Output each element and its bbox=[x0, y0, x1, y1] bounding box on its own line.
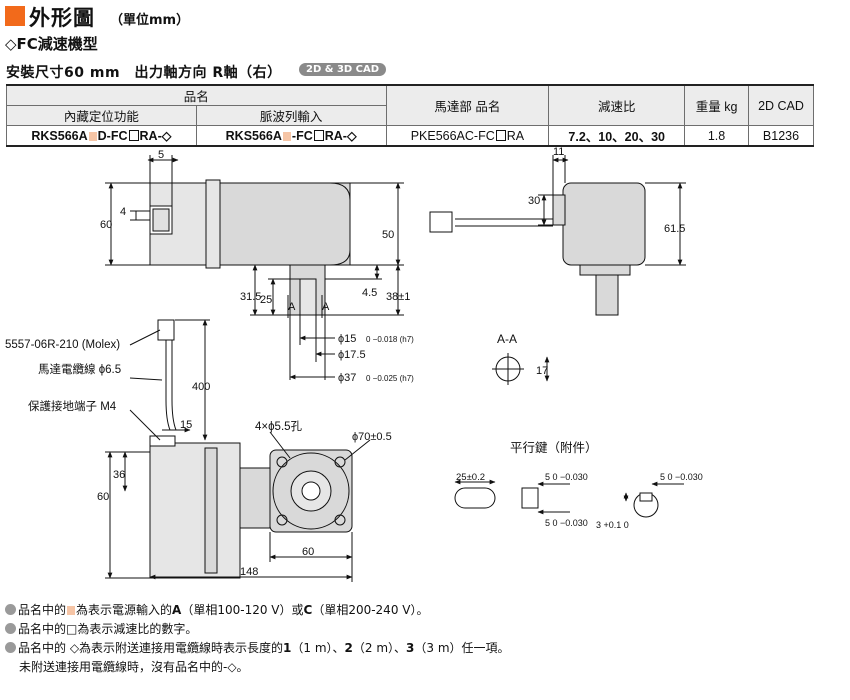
dim-30: 30 bbox=[528, 195, 540, 207]
col-pulse: 脈波列輸入 bbox=[195, 105, 387, 126]
unit-label: （單位mm） bbox=[110, 13, 190, 28]
connector-label: 5557-06R-210 (Molex) bbox=[5, 339, 120, 351]
dim-5: 5 bbox=[158, 149, 164, 161]
dim-400: 400 bbox=[192, 381, 210, 393]
motor-side-view bbox=[149, 179, 351, 316]
dim-phi37-tol: 0 −0.025 (h7) bbox=[366, 374, 414, 383]
dim-60-left: 60 bbox=[100, 219, 112, 231]
bullet-icon bbox=[5, 623, 16, 634]
note-4: 未附送連接用電纜線時，沒有品名中的-◇。 bbox=[19, 660, 249, 674]
dim-36: 36 bbox=[113, 469, 125, 481]
motor-front-view bbox=[149, 435, 353, 579]
key-dim-5a: 5 0 −0.030 bbox=[545, 472, 588, 482]
parallel-key bbox=[454, 487, 659, 518]
model-subtitle: ◇FC減速機型 bbox=[5, 35, 98, 53]
holes-label: 4×ϕ5.5孔 bbox=[255, 420, 303, 433]
power-placeholder bbox=[88, 132, 97, 141]
col-builtin: 內藏定位功能 bbox=[6, 105, 197, 126]
cad-badge[interactable]: 2D & 3D CAD bbox=[299, 63, 387, 76]
dim-phi37: ϕ37 bbox=[338, 372, 356, 384]
section-mark-a-right: A bbox=[322, 301, 330, 313]
dim-38: 38±1 bbox=[386, 291, 410, 303]
bullet-icon bbox=[5, 642, 16, 653]
cable bbox=[157, 319, 177, 431]
motor-rear-view bbox=[429, 182, 646, 316]
col-group-name: 品名 bbox=[6, 84, 387, 106]
ratio-placeholder bbox=[313, 130, 324, 141]
key-dim-5c: 5 0 −0.030 bbox=[660, 472, 703, 482]
note-1: 品名中的為表示電源輸入的A（單相100-120 V）或C（單相200-240 V… bbox=[5, 601, 510, 620]
spec-line: 安裝尺寸60 mm 出力軸方向 R軸（右） bbox=[6, 65, 282, 81]
key-dim-3: 3 +0.1 0 bbox=[596, 520, 629, 530]
page-title: 外形圖 bbox=[29, 6, 95, 30]
notes: 品名中的為表示電源輸入的A（單相100-120 V）或C（單相200-240 V… bbox=[5, 601, 510, 677]
col-motor: 馬達部 品名 bbox=[385, 84, 550, 126]
note-3: 品名中的 ◇為表示附送連接用電纜線時表示長度的1（1 m）、2（2 m）、3（3… bbox=[5, 639, 510, 658]
col-ratio: 減速比 bbox=[548, 84, 686, 126]
power-placeholder bbox=[282, 132, 291, 141]
dim-4-5: 4.5 bbox=[362, 287, 377, 299]
ratio-placeholder bbox=[495, 129, 506, 141]
bullet-icon bbox=[5, 604, 16, 615]
dim-60-front: 60 bbox=[97, 491, 109, 503]
dim-31-5: 31.5 bbox=[240, 291, 261, 303]
note-2: 品名中的□為表示減速比的數字。 bbox=[5, 620, 510, 639]
power-placeholder bbox=[67, 606, 76, 615]
col-weight: 重量 kg bbox=[684, 84, 750, 126]
dim-15: 15 bbox=[180, 419, 192, 431]
key-title: 平行鍵（附件） bbox=[510, 440, 598, 455]
ratio-placeholder bbox=[128, 130, 139, 141]
section-title: A-A bbox=[497, 332, 517, 346]
dim-phi70: ϕ70±0.5 bbox=[352, 431, 392, 443]
title-marker bbox=[5, 6, 25, 26]
dim-11: 11 bbox=[553, 146, 564, 158]
dim-17: 17 bbox=[536, 365, 548, 377]
dim-phi15-tol: 0 −0.018 (h7) bbox=[366, 335, 414, 344]
dim-4: 4 bbox=[120, 206, 126, 218]
key-dim-5b: 5 0 −0.030 bbox=[545, 518, 588, 528]
spec-table: 品名 馬達部 品名 減速比 重量 kg 2D CAD 內藏定位功能 脈波列輸入 … bbox=[6, 84, 814, 147]
cell-cad[interactable]: B1236 bbox=[748, 125, 814, 147]
dim-148: 148 bbox=[240, 566, 258, 578]
key-dim-25: 25±0.2 bbox=[456, 472, 485, 483]
ground-terminal-label: 保護接地端子 M4 bbox=[28, 399, 117, 413]
section-mark-a-left: A bbox=[288, 301, 296, 313]
dim-61-5: 61.5 bbox=[664, 223, 685, 235]
col-cad: 2D CAD bbox=[748, 84, 814, 126]
dim-50: 50 bbox=[382, 229, 394, 241]
dim-25: 25 bbox=[260, 294, 272, 306]
dim-phi15: ϕ15 bbox=[338, 333, 356, 345]
cell-ratio: 7.2、10、20、30 bbox=[548, 125, 686, 147]
motor-cable-label: 馬達電纜線 ϕ6.5 bbox=[38, 362, 121, 376]
dim-60-bottom: 60 bbox=[302, 546, 314, 558]
section-a-a bbox=[492, 353, 524, 385]
dim-phi17-5: ϕ17.5 bbox=[338, 349, 366, 361]
